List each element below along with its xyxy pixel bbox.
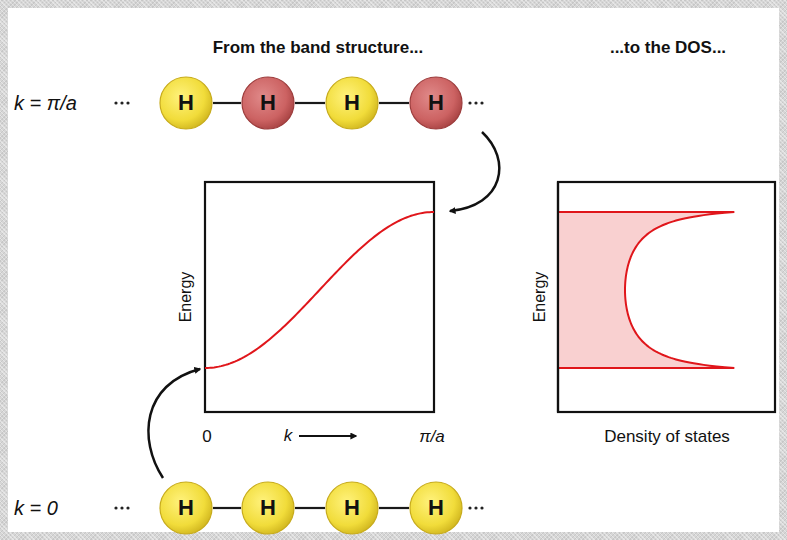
- chain-dot: [480, 506, 483, 509]
- bond-line: [379, 507, 409, 509]
- bond-line: [295, 102, 325, 104]
- panel-heading: ...to the DOS...: [610, 39, 726, 58]
- atom-symbol: H: [428, 92, 444, 114]
- chain-dot: [474, 506, 477, 509]
- atom-symbol: H: [428, 497, 444, 519]
- chain-dot: [114, 101, 117, 104]
- wavevector-label: k = 0: [14, 497, 58, 519]
- atom-circle: H: [409, 481, 463, 535]
- wavevector-label: k = π/a: [14, 92, 77, 114]
- bond-line: [379, 102, 409, 104]
- atom-symbol: H: [178, 92, 194, 114]
- atom-circle: H: [159, 76, 213, 130]
- axis-title: Energy: [531, 272, 549, 323]
- plot-axis: [557, 182, 559, 412]
- atom-circle: H: [241, 76, 295, 130]
- atom-disc: [160, 482, 212, 534]
- decorations: [114, 101, 499, 509]
- chain-dot: [468, 101, 471, 104]
- atom-disc: [242, 482, 294, 534]
- bond-line: [295, 507, 325, 509]
- bond-line: [213, 102, 241, 104]
- atom-disc: [410, 77, 462, 129]
- chain-dot: [468, 506, 471, 509]
- axis-title: Density of states: [604, 428, 730, 447]
- chain-dot: [126, 506, 129, 509]
- axis-title: k: [284, 427, 293, 446]
- atom-disc: [242, 77, 294, 129]
- curved-arrow: [148, 369, 200, 478]
- panel-heading: From the band structure...: [213, 39, 424, 58]
- band-plot: [205, 182, 434, 412]
- atom-circle: H: [325, 76, 379, 130]
- atom-symbol: H: [344, 92, 360, 114]
- axis-tick: π/a: [419, 428, 445, 447]
- bond-line: [213, 507, 241, 509]
- axis-title: Energy: [177, 272, 195, 323]
- chain-dot: [126, 101, 129, 104]
- band-curve: [205, 212, 434, 368]
- atom-disc: [326, 482, 378, 534]
- dos-curve: [559, 212, 734, 368]
- atom-circle: H: [325, 481, 379, 535]
- atom-symbol: H: [260, 92, 276, 114]
- axis-arrow: [299, 435, 356, 437]
- atom-circle: H: [159, 481, 213, 535]
- chain-dot: [480, 101, 483, 104]
- dos-plot: [558, 182, 775, 412]
- chain-dot: [120, 101, 123, 104]
- dos-fill: [558, 212, 734, 368]
- plot-frame: [205, 182, 434, 412]
- atom-disc: [160, 77, 212, 129]
- chain-dot: [114, 506, 117, 509]
- atom-symbol: H: [260, 497, 276, 519]
- plot-frame: [558, 182, 775, 412]
- atom-disc: [326, 77, 378, 129]
- curved-arrow: [450, 132, 499, 211]
- atom-symbol: H: [344, 497, 360, 519]
- axis-tick: 0: [202, 428, 211, 447]
- atom-disc: [410, 482, 462, 534]
- atom-circle: H: [409, 76, 463, 130]
- chain-dot: [474, 101, 477, 104]
- atom-circle: H: [241, 481, 295, 535]
- atom-symbol: H: [178, 497, 194, 519]
- chain-dot: [120, 506, 123, 509]
